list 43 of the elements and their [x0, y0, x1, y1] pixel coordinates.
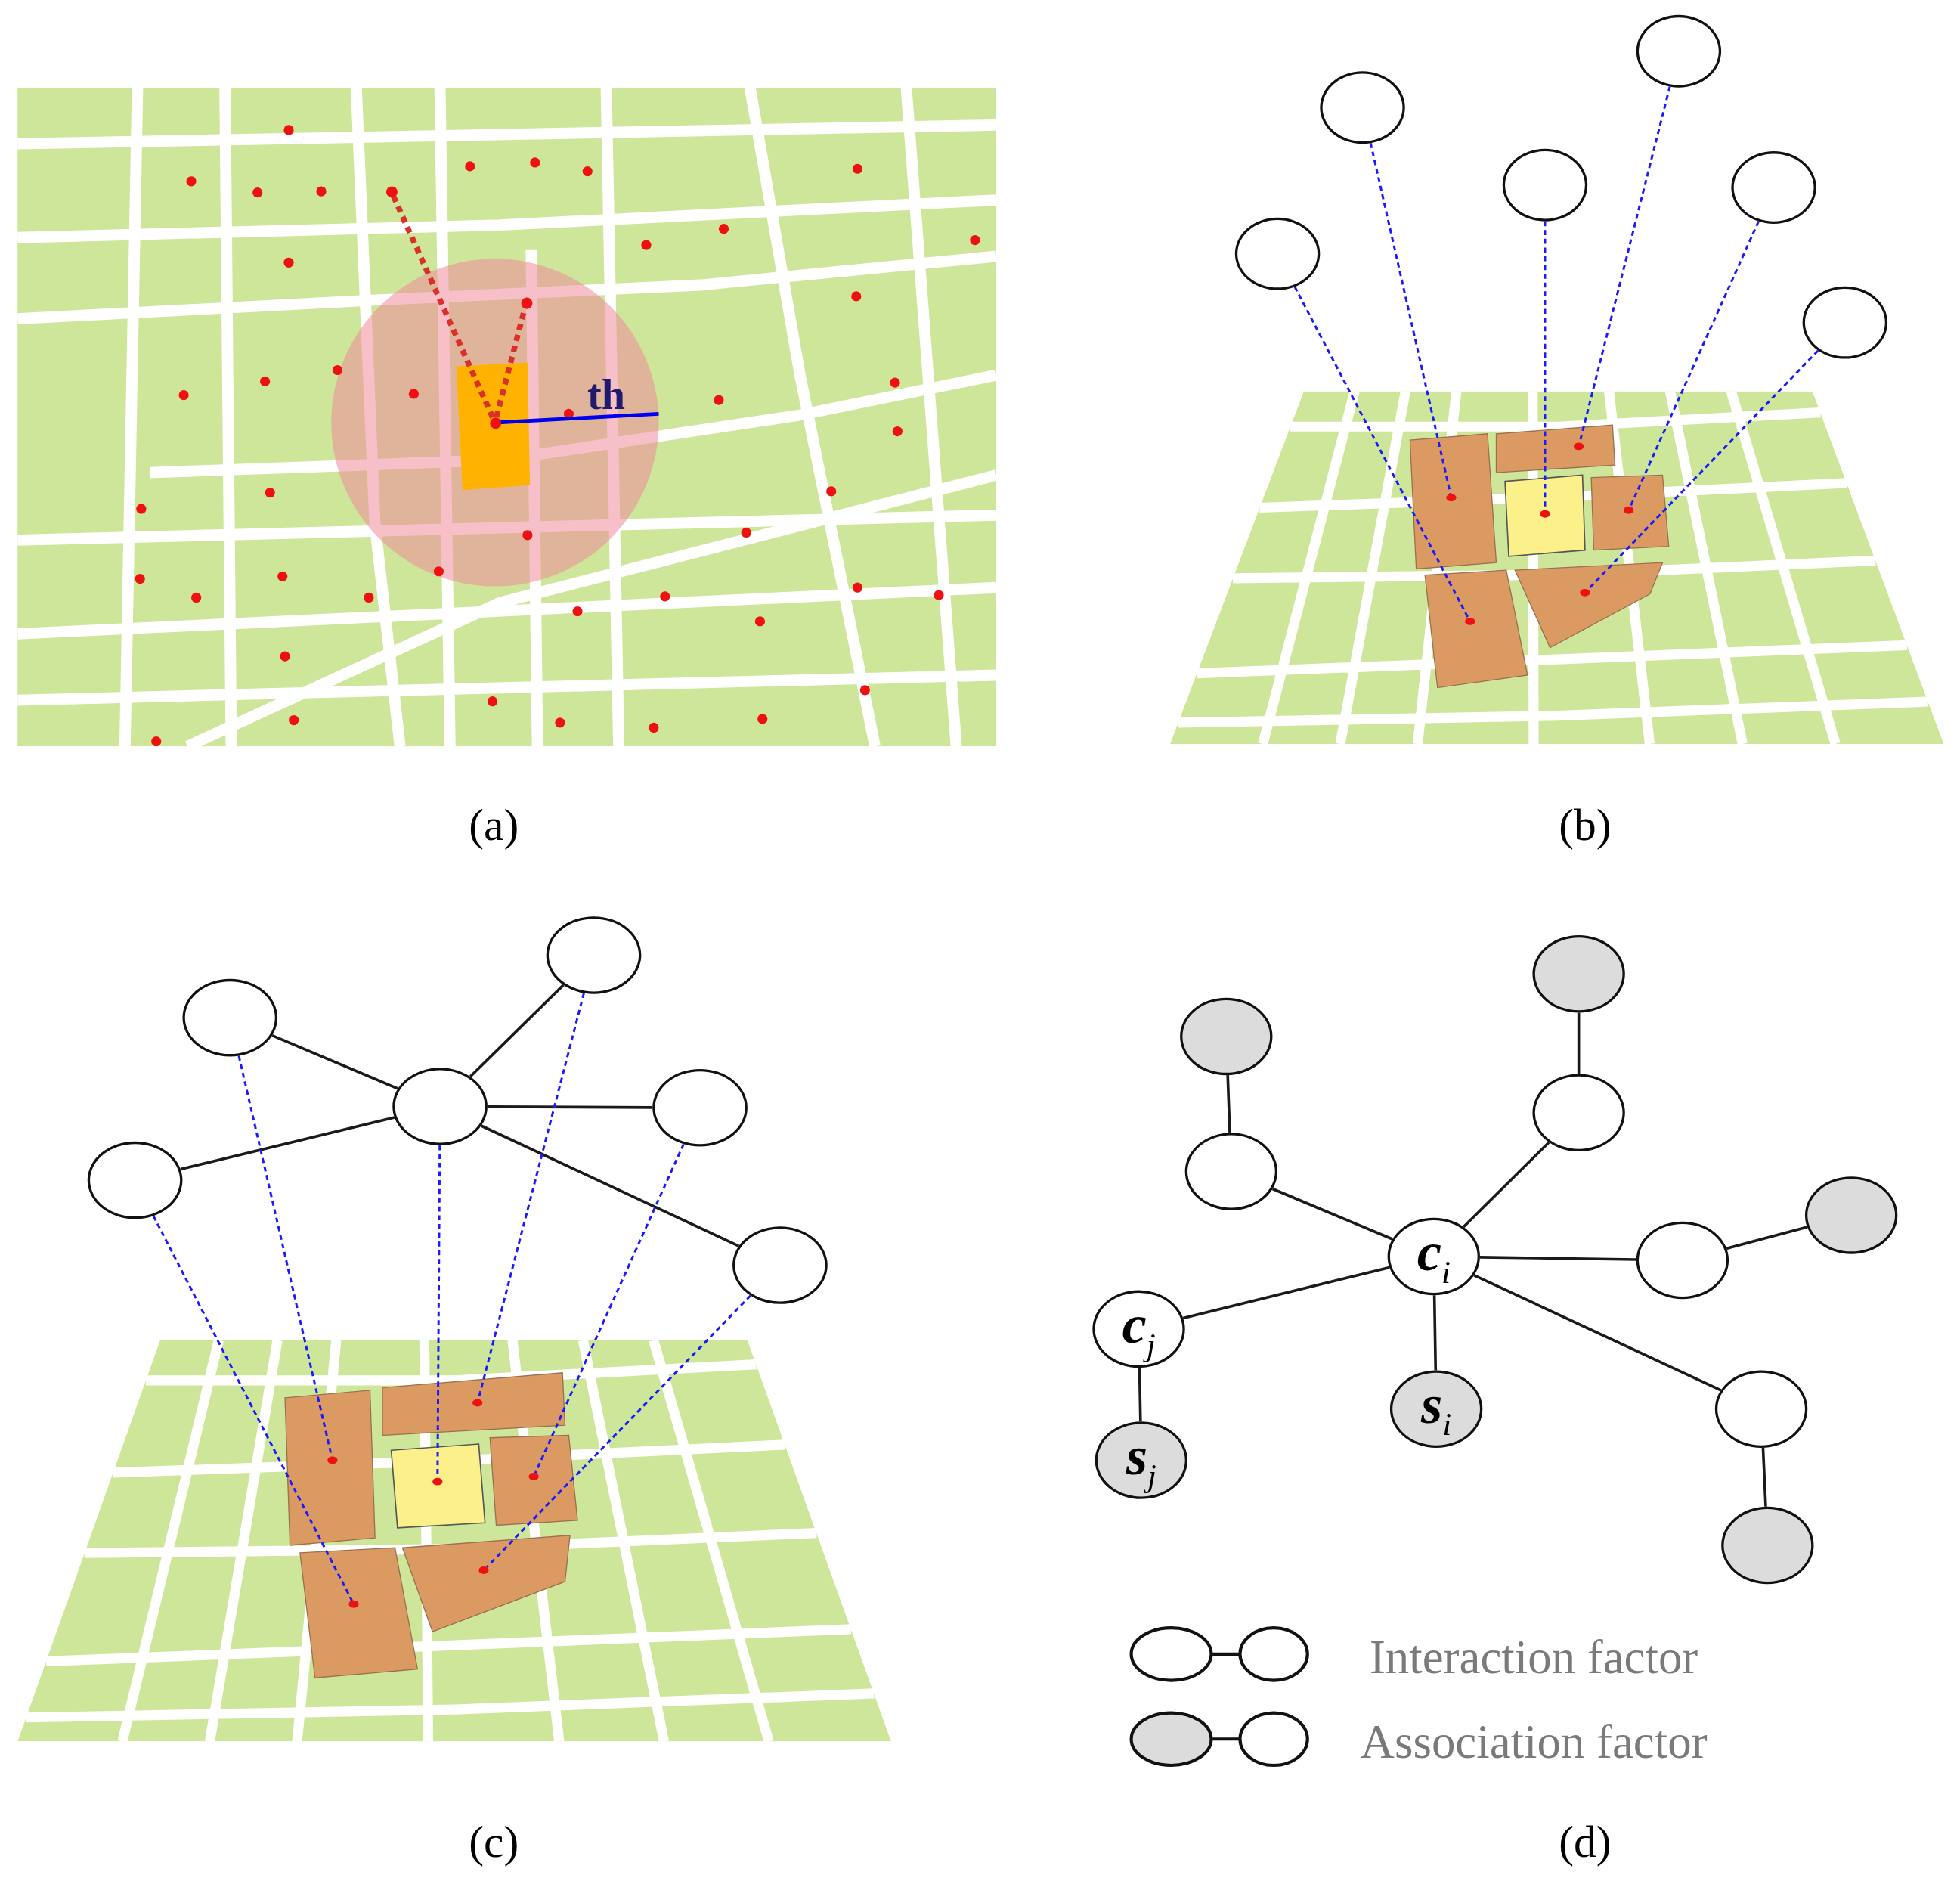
link-line [1226, 1075, 1231, 1133]
link-line [1138, 1368, 1142, 1422]
node-label: c$_{i}$ [1417, 1224, 1451, 1289]
dashed-link [1369, 142, 1452, 494]
dashed-link [485, 1294, 751, 1569]
location-dot [1465, 617, 1475, 625]
location-dot [432, 1477, 443, 1486]
link-line [1479, 1256, 1636, 1261]
link-line [487, 1105, 653, 1109]
location-dot [1574, 442, 1584, 451]
dashed-link [391, 195, 496, 419]
link-line [480, 1124, 740, 1247]
link-line [1761, 1447, 1767, 1507]
link-line [469, 984, 565, 1078]
legend-label: Association factor [1360, 1718, 1708, 1765]
dashed-link [1293, 286, 1469, 618]
node-label: c$_{j}$ [1122, 1297, 1156, 1362]
legend-label: Interaction factor [1369, 1632, 1698, 1681]
node-label: s$_{i}$ [1420, 1377, 1452, 1441]
link-line [1432, 1295, 1438, 1371]
location-dot [528, 1473, 539, 1480]
link-line [180, 1116, 395, 1171]
link-line [1463, 1141, 1550, 1229]
link-line [1726, 1226, 1808, 1250]
location-dot [327, 1456, 338, 1464]
link-line [1473, 1274, 1722, 1392]
panel-caption: (b) [1559, 802, 1612, 848]
radius-label: th [587, 373, 626, 417]
panel-caption: (a) [469, 802, 519, 848]
link-line [1577, 1012, 1581, 1074]
location-dot [1580, 588, 1590, 597]
link-line [1271, 1187, 1393, 1241]
location-dot [1540, 510, 1550, 518]
location-dot [472, 1399, 483, 1407]
dashed-link [1629, 221, 1760, 507]
location-dot [1446, 494, 1457, 502]
link-line [271, 1034, 398, 1090]
link-line [1182, 1266, 1390, 1320]
location-dot [478, 1566, 489, 1574]
location-dot [348, 1600, 359, 1608]
node-label: s$_{j}$ [1126, 1428, 1156, 1492]
dashed-link [534, 1143, 685, 1474]
location-dot [1624, 506, 1634, 514]
